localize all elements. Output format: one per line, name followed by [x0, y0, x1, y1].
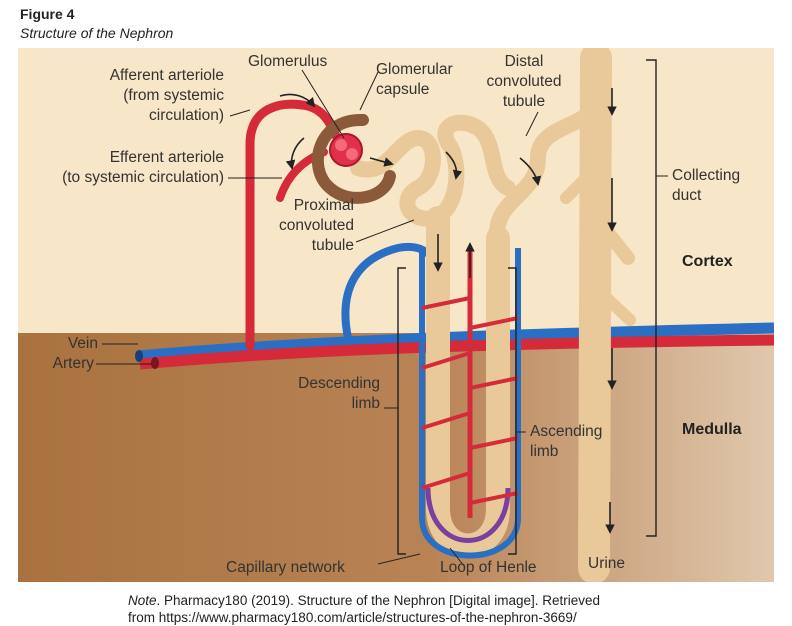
descending-bracket — [397, 267, 406, 555]
label-cortex: Cortex — [682, 253, 733, 270]
glomerulus — [329, 133, 363, 167]
label-ascending-1: Ascending — [530, 423, 602, 440]
glomerulus-detail-2 — [346, 148, 358, 160]
label-distal-2: convoluted — [487, 73, 562, 90]
label-efferent-1: Efferent arteriole — [110, 149, 224, 166]
flow-arrow-pct2 — [445, 151, 463, 180]
collecting-duct-branch1 — [589, 211, 635, 265]
artery-end — [151, 357, 159, 369]
leader-proximal — [355, 219, 415, 243]
leader-capsule — [359, 71, 379, 111]
label-capsule-1: Glomerular — [376, 61, 453, 78]
leader-glomerulus — [301, 69, 345, 139]
label-afferent-3: circulation) — [149, 107, 224, 124]
collecting-duct-branch3 — [560, 162, 602, 204]
figure-label: Figure 4 — [20, 6, 75, 22]
cortex-region — [18, 48, 774, 333]
ascending-bracket — [508, 267, 517, 555]
label-loop: Loop of Henle — [440, 559, 537, 576]
note-line-2: from https://www.pharmacy180.com/article… — [128, 610, 577, 625]
label-ascending-2: limb — [530, 443, 558, 460]
collecting-duct-bracket — [646, 59, 657, 537]
label-afferent-2: (from systemic — [123, 87, 224, 104]
figure-note: Note. Pharmacy180 (2019). Structure of t… — [128, 592, 600, 626]
label-capillary: Capillary network — [226, 559, 345, 576]
medulla-region — [18, 333, 774, 582]
figure-title: Structure of the Nephron — [20, 25, 174, 41]
label-artery: Artery — [53, 355, 95, 372]
flow-arrow-distal — [519, 157, 542, 186]
loop-bottom-purple — [425, 487, 511, 543]
note-line-1: . Pharmacy180 (2019). Structure of the N… — [156, 593, 601, 608]
glomerulus-detail — [335, 139, 347, 151]
label-afferent-1: Afferent arteriole — [110, 67, 224, 84]
collecting-duct — [578, 48, 612, 582]
leader-capillary — [377, 553, 421, 565]
leader-distal — [525, 111, 539, 137]
leader-afferent — [229, 109, 251, 117]
label-glomerulus: Glomerulus — [248, 53, 327, 70]
vein-end — [135, 350, 143, 362]
label-vein: Vein — [68, 335, 98, 352]
flow-arrow-afferent — [279, 93, 316, 108]
nephron-diagram: Afferent arteriole (from systemic circul… — [18, 48, 774, 582]
glomerular-capsule — [311, 113, 396, 204]
afferent-arteriole — [245, 99, 341, 351]
label-proximal-2: convoluted — [279, 217, 354, 234]
distal-tubule — [488, 100, 604, 256]
label-proximal-1: Proximal — [294, 197, 354, 214]
leader-loop — [449, 547, 465, 567]
collecting-duct-branch2 — [590, 282, 636, 326]
label-collecting-2: duct — [672, 187, 702, 204]
label-efferent-2: (to systemic circulation) — [62, 169, 224, 186]
capillary-rungs — [421, 296, 519, 505]
note-prefix: Note — [128, 593, 157, 608]
label-collecting-1: Collecting — [672, 167, 740, 184]
label-medulla: Medulla — [682, 421, 742, 438]
flow-arrow-efferent — [285, 137, 305, 170]
label-proximal-3: tubule — [312, 237, 354, 254]
flow-arrow-pct — [369, 157, 394, 167]
label-urine: Urine — [588, 555, 625, 572]
label-descending-1: Descending — [298, 375, 380, 392]
label-capsule-2: capsule — [376, 81, 429, 98]
label-distal-1: Distal — [505, 53, 544, 70]
label-descending-2: limb — [352, 395, 380, 412]
loop-of-henle — [426, 206, 510, 558]
label-distal-3: tubule — [503, 93, 545, 110]
